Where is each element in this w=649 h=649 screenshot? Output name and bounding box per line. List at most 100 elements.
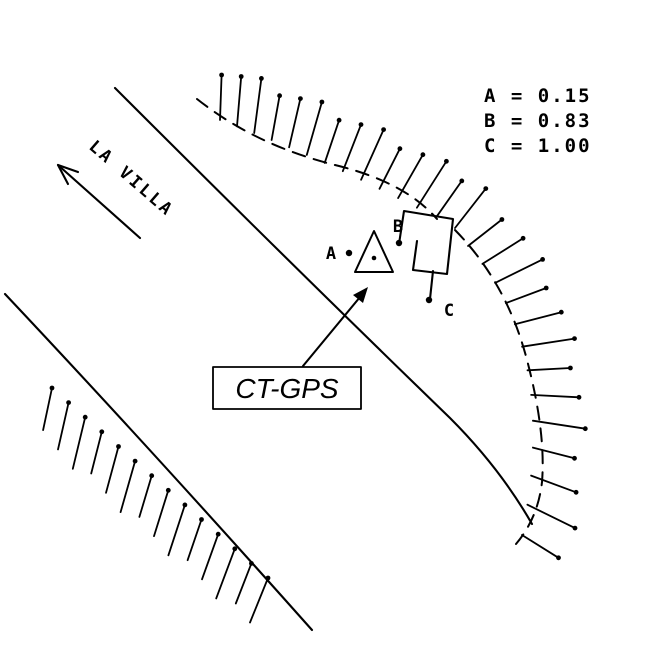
hatch-mark: [341, 123, 362, 173]
road-label: LA VILLA: [85, 137, 178, 222]
hatch-mark: [378, 147, 401, 190]
hatch-mark: [201, 533, 220, 581]
point-c-dot: [425, 296, 433, 304]
station-triangle: [354, 230, 394, 273]
hatch-dot: [165, 487, 171, 493]
hatch-mark: [526, 503, 576, 529]
hatch-dot: [238, 74, 244, 79]
hatch-mark: [530, 393, 580, 399]
hatch-mark: [481, 237, 524, 265]
hatch-mark: [532, 419, 587, 430]
hatch-dot: [49, 385, 55, 391]
hatch-dot: [576, 394, 582, 400]
hatch-mark: [186, 518, 203, 562]
hatch-mark: [234, 562, 253, 605]
hatch-dot: [397, 146, 403, 152]
hatch-dot: [459, 178, 465, 184]
ctgps-pointer-arrow: [301, 287, 368, 368]
hatch-dot: [232, 546, 238, 552]
legend-entry-a: A = 0.15: [484, 85, 592, 107]
point-c-label: C: [444, 301, 454, 321]
hatch-mark: [138, 474, 153, 518]
hatch-mark: [288, 97, 302, 149]
hatch-dot: [66, 400, 71, 405]
hatch-dot: [543, 285, 549, 291]
hatch-dot: [199, 517, 204, 522]
la-villa-arrowhead: [56, 163, 80, 186]
point-b-label: B: [393, 217, 403, 237]
hatch-mark: [521, 337, 576, 348]
hatch-dot: [336, 117, 342, 123]
hatch-band-top: [219, 72, 489, 229]
hatch-dot: [556, 555, 561, 561]
hatch-mark: [530, 474, 577, 494]
hatch-dot: [483, 186, 489, 192]
hatch-dot: [265, 575, 271, 581]
hatch-dot: [298, 96, 303, 101]
hatch-mark: [454, 187, 487, 229]
hatch-mark: [119, 460, 137, 513]
hatch-dot: [319, 99, 325, 105]
survey-structure: [397, 209, 455, 301]
ctgps-label-box: CT-GPS: [212, 366, 362, 410]
hatch-dot: [132, 458, 138, 464]
hatch-dot: [572, 525, 578, 531]
ctgps-pointer-shaft: [301, 289, 367, 368]
road-line-upper: [113, 86, 534, 526]
hatch-mark: [270, 94, 281, 141]
hatch-dot: [249, 561, 254, 566]
hatch-mark: [253, 77, 263, 134]
hatch-dot: [568, 365, 573, 371]
hatch-mark: [153, 489, 170, 537]
hatch-mark: [521, 534, 560, 559]
hatch-mark: [532, 446, 576, 460]
hatch-mark: [397, 153, 424, 200]
hatch-dot: [558, 309, 564, 315]
point-a-label: A: [326, 244, 336, 264]
hatch-mark: [467, 218, 503, 247]
hatch-dot: [520, 235, 526, 241]
hatch-mark: [249, 577, 269, 624]
point-a-dot: [345, 249, 353, 257]
hatch-dot: [572, 336, 577, 341]
hatch-dot: [540, 257, 545, 262]
hatch-dot: [259, 76, 264, 81]
hatch-dot: [215, 531, 221, 537]
hatch-mark: [305, 101, 323, 156]
hatch-dot: [99, 429, 105, 435]
structure-stem-c: [428, 269, 435, 301]
station-center-dot: [371, 255, 377, 261]
hatch-dot: [573, 489, 579, 495]
hatch-mark: [415, 160, 448, 209]
hatch-mark: [236, 75, 243, 128]
station-label: CT-GPS: [235, 373, 339, 404]
hatch-dot: [358, 122, 364, 127]
hatch-mark: [434, 179, 463, 219]
hatch-mark: [215, 547, 236, 600]
hatch-dot: [116, 444, 121, 449]
hatch-dot: [149, 473, 155, 479]
hatch-mark: [526, 367, 572, 372]
ctgps-label-frame: [212, 366, 362, 410]
hatch-dot: [182, 502, 188, 508]
structure-outline: [397, 209, 455, 276]
hatch-mark: [360, 128, 385, 181]
hatch-dot: [499, 217, 505, 222]
hatch-mark: [57, 401, 70, 451]
hatch-mark: [71, 416, 87, 470]
hatch-band-bottom-left: [42, 385, 271, 624]
hatch-dot: [444, 158, 449, 164]
hatch-dot: [277, 93, 282, 99]
slope-boundary-right: [454, 229, 544, 545]
hatch-mark: [514, 311, 563, 326]
hatch-dot: [572, 455, 577, 461]
hatch-dot: [82, 414, 88, 420]
la-villa-arrow: [56, 163, 142, 240]
hatch-dot: [381, 127, 386, 132]
legend-entry-b: B = 0.83: [484, 110, 592, 132]
hatch-mark: [42, 387, 53, 432]
slope-boundary-top: [196, 98, 438, 220]
hatch-mark: [504, 287, 548, 305]
